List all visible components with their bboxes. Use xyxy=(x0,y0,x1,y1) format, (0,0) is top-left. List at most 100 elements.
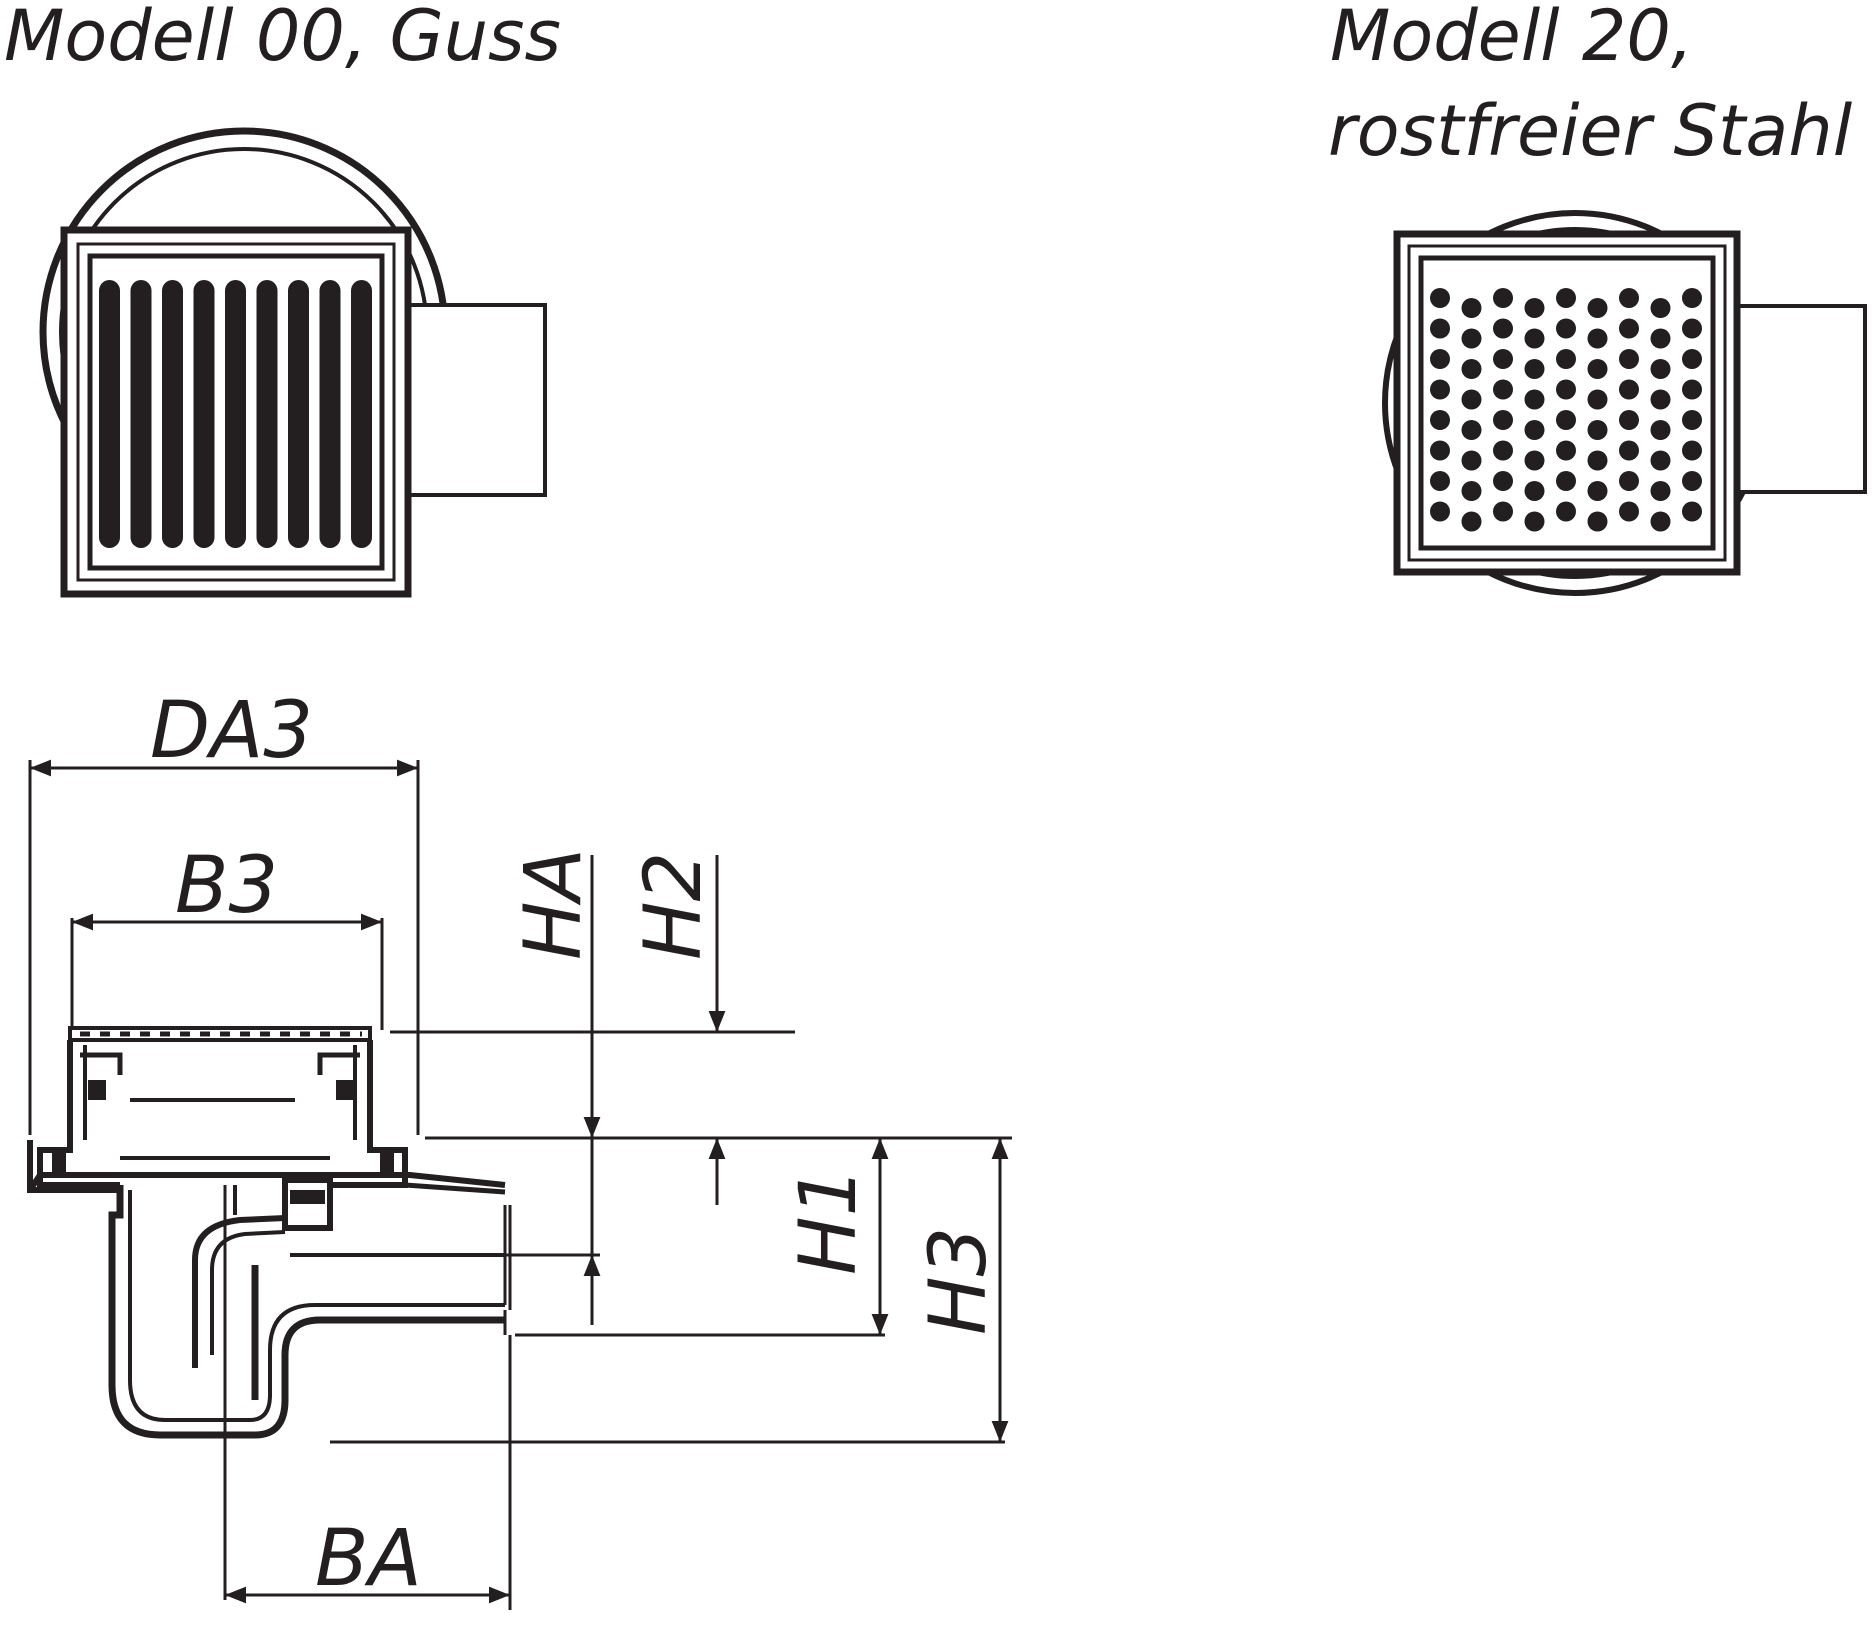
perforation-dot xyxy=(1619,379,1639,400)
grate-slot xyxy=(162,280,183,548)
dim-label-h2: H2 xyxy=(629,852,719,960)
grate-slots xyxy=(99,280,372,548)
perforation-dot xyxy=(1461,450,1482,471)
perforation-dot xyxy=(1461,511,1482,532)
perforation-dot xyxy=(1619,349,1639,369)
perforation-dot xyxy=(1524,298,1545,318)
perforation-dot xyxy=(1650,328,1671,349)
grate-perforation xyxy=(1430,288,1702,532)
grate-slot xyxy=(256,280,278,548)
perforation-dot xyxy=(1524,481,1545,501)
dimension-lines xyxy=(28,759,1012,1610)
perforation-dot xyxy=(1650,450,1671,471)
perforation-dot xyxy=(1650,298,1671,318)
perforation-dot xyxy=(1461,481,1482,501)
perforation-dot xyxy=(1556,349,1576,369)
perforation-dot xyxy=(1430,349,1450,369)
grate-slot xyxy=(288,280,309,548)
perforation-dot xyxy=(1587,450,1608,471)
perforation-dot xyxy=(1650,359,1671,379)
model-00-title: Modell 00, Guss xyxy=(4,0,561,77)
perforation-dot xyxy=(1587,298,1608,318)
grate-border-20 xyxy=(1418,255,1716,551)
perforation-dot xyxy=(1524,511,1545,532)
dim-label-h1: H1 xyxy=(784,1167,874,1275)
section-view xyxy=(27,1026,512,1600)
grate-border xyxy=(87,253,385,571)
model-20-top-view xyxy=(1382,210,1867,596)
model-20-title-line1: Modell 20, xyxy=(1330,0,1693,77)
dim-label-b3: B3 xyxy=(175,841,278,931)
perforation-dot xyxy=(1493,501,1513,522)
perforation-dot xyxy=(1587,389,1608,410)
perforation-dot xyxy=(1556,440,1576,461)
perforation-dot xyxy=(1619,501,1639,522)
perforation-dot xyxy=(1587,359,1608,379)
perforation-dot xyxy=(1461,420,1482,440)
outlet-pipe-20 xyxy=(1723,304,1867,494)
perforation-dot xyxy=(1682,501,1702,522)
perforation-dot xyxy=(1556,410,1576,430)
perforation-dot xyxy=(1682,471,1702,491)
perforation-dot xyxy=(1430,501,1450,522)
grate-slot xyxy=(99,280,120,548)
perforation-dot xyxy=(1650,481,1671,501)
perforation-dot xyxy=(1524,389,1545,410)
perforation-dot xyxy=(1556,471,1576,491)
perforation-dot xyxy=(1430,410,1450,430)
perforation-dot xyxy=(1556,501,1576,522)
perforation-dot xyxy=(1682,288,1702,308)
perforation-dot xyxy=(1619,440,1639,461)
perforation-dot xyxy=(1650,389,1671,410)
perforation-dot xyxy=(1430,318,1450,339)
perforation-dot xyxy=(1430,379,1450,400)
frame-inner xyxy=(76,242,396,582)
perforation-dot xyxy=(1524,420,1545,440)
perforation-dot xyxy=(1556,318,1576,339)
perforation-dot xyxy=(1682,440,1702,461)
perforation-dot xyxy=(1650,420,1671,440)
perforation-dot xyxy=(1493,440,1513,461)
perforation-dot xyxy=(1682,318,1702,339)
perforation-dot xyxy=(1430,471,1450,491)
perforation-dot xyxy=(1461,389,1482,410)
perforation-dot xyxy=(1493,318,1513,339)
perforation-dot xyxy=(1650,511,1671,532)
perforation-dot xyxy=(1493,471,1513,491)
model-20-title-line2: rostfreier Stahl xyxy=(1328,90,1853,172)
perforation-dot xyxy=(1682,349,1702,369)
perforation-dot xyxy=(1619,318,1639,339)
perforation-dot xyxy=(1493,288,1513,308)
perforation-dot xyxy=(1682,379,1702,400)
dim-label-da3: DA3 xyxy=(150,686,313,776)
perforation-dot xyxy=(1493,410,1513,430)
perforation-dot xyxy=(1524,328,1545,349)
perforation-dot xyxy=(1619,410,1639,430)
grate-slot xyxy=(319,280,341,548)
perforation-dot xyxy=(1587,328,1608,349)
perforation-dot xyxy=(1682,410,1702,430)
perforation-dot xyxy=(1493,349,1513,369)
grate-slot xyxy=(225,280,246,548)
dim-label-h3: H3 xyxy=(914,1227,1004,1335)
outlet-pipe xyxy=(403,303,547,497)
perforation-dot xyxy=(1461,298,1482,318)
perforation-dot xyxy=(1524,450,1545,471)
perforation-dot xyxy=(1619,288,1639,308)
grate-slot xyxy=(130,280,152,548)
perforation-dot xyxy=(1493,379,1513,400)
perforation-dot xyxy=(1461,359,1482,379)
perforation-dot xyxy=(1556,288,1576,308)
model-00-top-view xyxy=(39,127,547,598)
dim-label-ba: BA xyxy=(315,1514,422,1604)
perforation-dot xyxy=(1461,328,1482,349)
frame-inner-20 xyxy=(1407,244,1727,562)
perforation-dot xyxy=(1619,471,1639,491)
dim-label-ha: HA xyxy=(509,848,599,960)
perforation-dot xyxy=(1587,420,1608,440)
grate-slot xyxy=(351,280,372,548)
perforation-dot xyxy=(1587,481,1608,501)
perforation-dot xyxy=(1587,511,1608,532)
